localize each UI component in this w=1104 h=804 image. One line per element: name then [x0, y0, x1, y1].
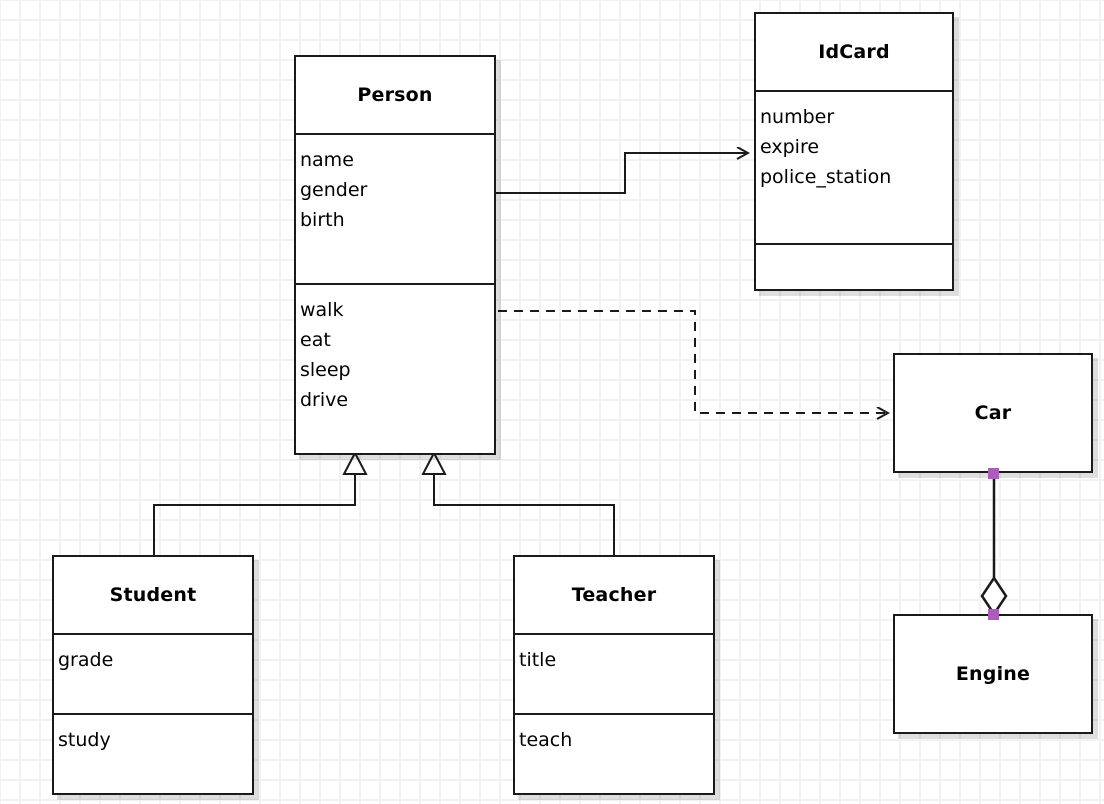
generalization-triangle-teacher	[421, 450, 447, 475]
operation-item: sleep	[300, 359, 351, 381]
class-title-engine: Engine	[955, 663, 1031, 685]
class-attributes-student: grade	[54, 633, 252, 713]
class-title-student: Student	[109, 584, 197, 606]
operation-item: walk	[300, 299, 344, 321]
generalization-triangle-student	[342, 450, 368, 475]
attribute-item: grade	[58, 649, 114, 671]
class-operations-teacher: teach	[515, 713, 713, 793]
class-attributes-idcard: number expire police_station	[756, 90, 952, 243]
operation-item: drive	[300, 389, 349, 411]
class-title-teacher: Teacher	[571, 584, 657, 606]
edge-car-engine[interactable]	[980, 474, 1008, 617]
edge-person-idcard[interactable]	[496, 153, 748, 194]
operation-item: eat	[300, 329, 331, 351]
attribute-item: birth	[300, 209, 345, 231]
connection-handle-engine-top[interactable]	[988, 609, 999, 620]
attribute-item: gender	[300, 179, 368, 201]
class-title-person: Person	[357, 84, 433, 106]
class-title-idcard: IdCard	[818, 41, 890, 63]
class-operations-idcard	[756, 243, 952, 289]
attribute-item: name	[300, 149, 354, 171]
class-box-person[interactable]: Person name gender birth walk eat sleep …	[294, 55, 496, 455]
edge-teacher-person[interactable]	[421, 450, 615, 555]
class-box-engine[interactable]: Engine	[893, 614, 1093, 734]
class-box-teacher[interactable]: Teacher title teach	[513, 555, 715, 795]
class-title-car: Car	[974, 402, 1012, 424]
operation-item: study	[58, 729, 111, 751]
attribute-item: expire	[760, 136, 820, 158]
class-box-student[interactable]: Student grade study	[52, 555, 254, 795]
class-operations-student: study	[54, 713, 252, 793]
attribute-item: police_station	[760, 166, 892, 188]
edge-person-car[interactable]	[498, 310, 888, 413]
class-operations-person: walk eat sleep drive	[296, 283, 494, 453]
class-box-idcard[interactable]: IdCard number expire police_station	[754, 12, 954, 291]
class-attributes-teacher: title	[515, 633, 713, 713]
attribute-item: title	[519, 649, 557, 671]
operation-item: teach	[519, 729, 573, 751]
class-box-car[interactable]: Car	[893, 353, 1093, 473]
edge-student-person[interactable]	[153, 450, 368, 555]
connection-handle-car-bottom[interactable]	[988, 468, 999, 479]
attribute-item: number	[760, 106, 835, 128]
class-attributes-person: name gender birth	[296, 133, 494, 283]
